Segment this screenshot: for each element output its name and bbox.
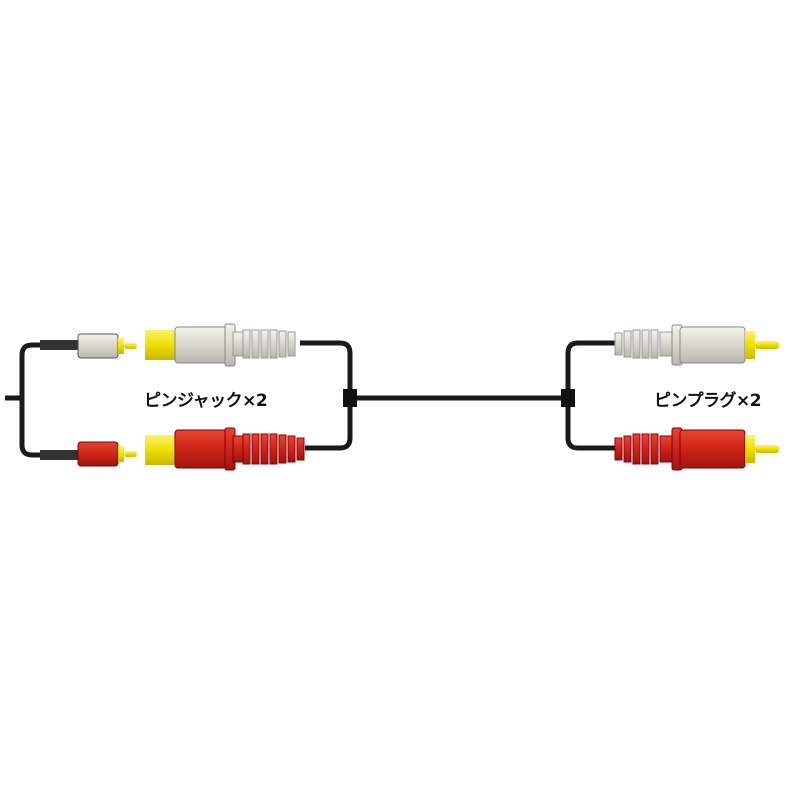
cable [5,340,615,458]
cable-clip-left [343,389,357,407]
small-white-plug [40,333,137,359]
pin-plug-label: ピンプラグ×2 [654,391,762,411]
small-red-plug [40,441,137,467]
white-plug [614,324,779,366]
cable-clip-right [561,389,575,407]
white-jack [145,323,296,367]
red-plug [614,427,779,471]
pin-jack-label: ピンジャック×2 [144,391,268,411]
red-jack [145,427,305,471]
